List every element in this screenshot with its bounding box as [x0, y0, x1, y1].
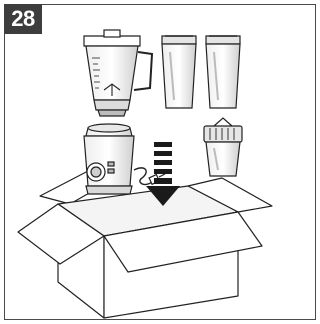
travel-cup-icon — [206, 36, 240, 108]
blade-assembly-icon — [204, 118, 242, 176]
open-box-icon — [18, 170, 272, 318]
motor-base-icon — [84, 124, 165, 194]
travel-cup-icon — [162, 36, 196, 108]
blender-jar-icon — [84, 30, 152, 116]
